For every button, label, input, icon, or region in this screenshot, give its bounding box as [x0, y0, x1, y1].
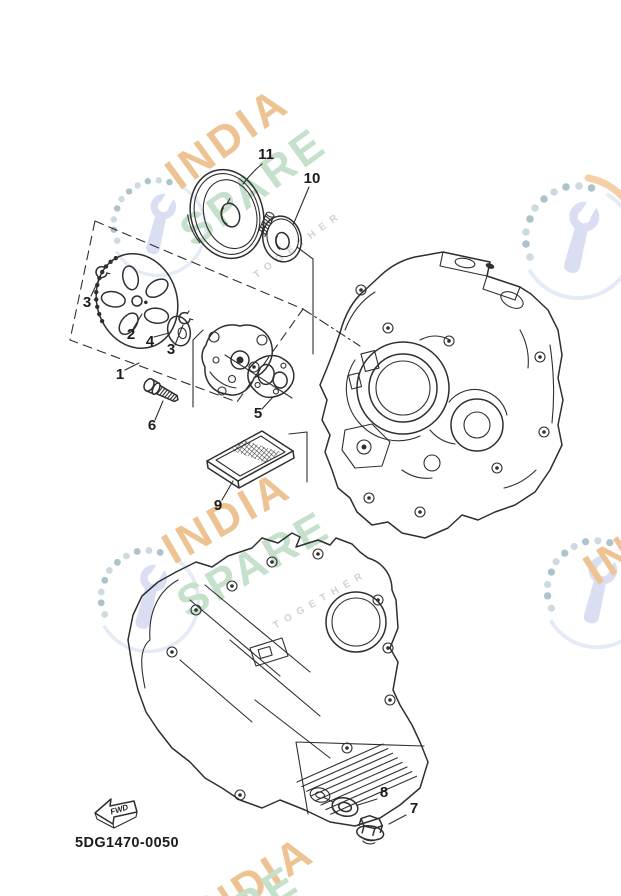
callout-7: 7 [410, 800, 418, 817]
wrench-icon [583, 547, 620, 624]
part-washer [166, 315, 192, 347]
bolt-holes [355, 284, 550, 518]
part-drain-plug [356, 814, 385, 845]
dots-arc [97, 547, 164, 618]
ring-arc [520, 184, 621, 300]
callout-3a: 3 [83, 294, 91, 311]
callout-2: 2 [127, 326, 135, 343]
callout-4: 4 [146, 333, 155, 350]
drain-boss [309, 787, 331, 803]
part-inner-rotor [257, 211, 303, 263]
pump-mount-boss [341, 423, 391, 469]
part-bolt [143, 378, 179, 403]
bolt-holes [166, 548, 396, 801]
leader-line [388, 814, 407, 825]
callout-9: 9 [214, 497, 222, 514]
callout-5: 5 [254, 405, 262, 422]
centerline [302, 308, 361, 347]
leader-line [261, 396, 274, 410]
leader-line [90, 276, 101, 297]
callouts: 3 2 4 3 1 6 5 9 10 11 8 7 [83, 146, 418, 825]
leader-line [292, 186, 310, 226]
dots-arc [522, 182, 596, 261]
leader-line [132, 313, 143, 330]
leader-line [221, 480, 234, 501]
callout-11: 11 [258, 146, 274, 163]
callout-8: 8 [380, 784, 388, 801]
part-code: 5DG1470-0050 [75, 835, 179, 851]
dots-arc [543, 537, 614, 612]
lower-crankcase-drawing [127, 532, 429, 827]
swoosh-icon [584, 174, 621, 201]
part-pump-housing [201, 324, 274, 396]
leader-line [124, 362, 140, 371]
brand-watermark [520, 174, 621, 300]
ring-arc [541, 538, 621, 650]
leader-line [154, 400, 164, 421]
part-seal-washer [331, 796, 359, 818]
assembly-group-box [69, 220, 361, 403]
callout-3b: 3 [167, 341, 175, 358]
part-rotor-plate [187, 168, 265, 260]
ring-arc [95, 548, 201, 654]
leader-line [153, 332, 170, 338]
callout-10: 10 [304, 170, 321, 187]
callout-1: 1 [116, 366, 124, 383]
part-drive-gear [94, 252, 179, 350]
part-pump-gasket [247, 354, 295, 399]
leader-line [174, 324, 184, 346]
part-circlip-b [178, 310, 194, 325]
strainer-mesh [231, 440, 280, 463]
upper-crankcase-drawing [319, 251, 564, 539]
part-strainer [206, 430, 295, 489]
callout-6: 6 [148, 417, 156, 434]
leader-line [357, 798, 378, 806]
ring-arc [108, 178, 208, 278]
leader-line [242, 163, 263, 185]
wrench-icon [564, 193, 602, 273]
cooling-fins [295, 741, 425, 815]
wrench-icon [135, 557, 170, 629]
